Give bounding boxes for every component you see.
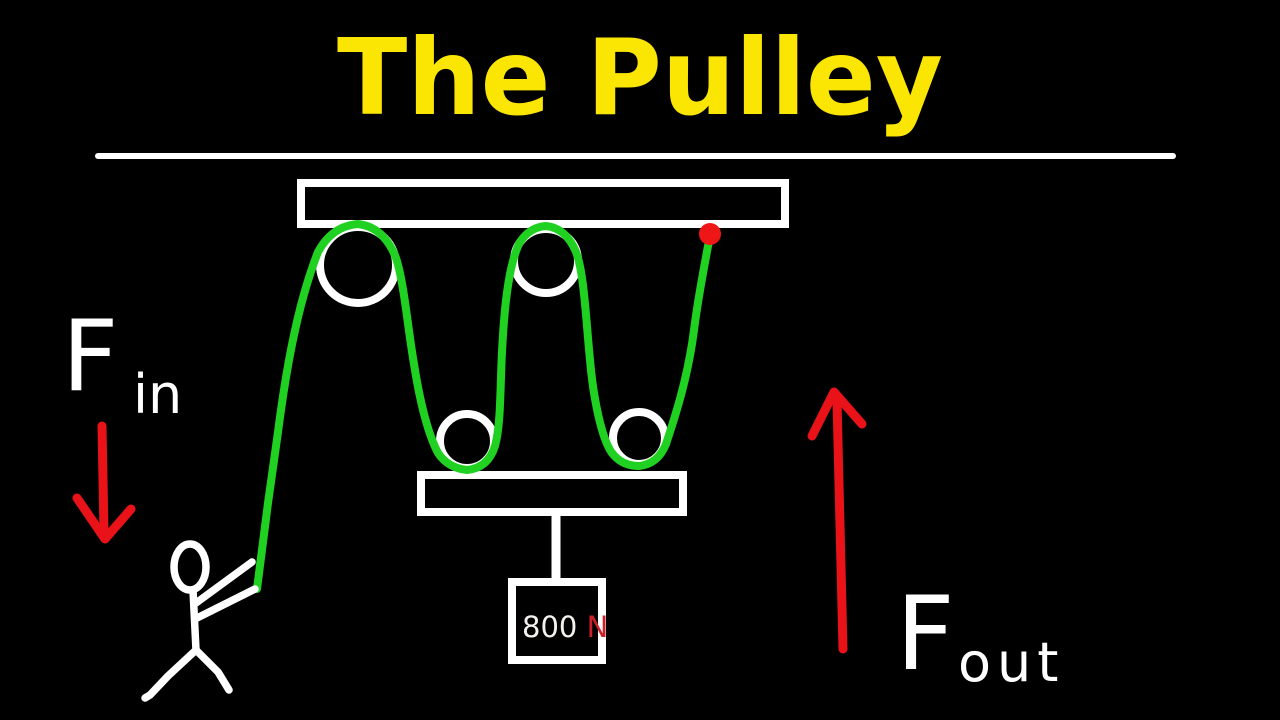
stick-figure-leg-left (141, 646, 200, 702)
weight-box (508, 578, 606, 664)
force-in-symbol: F (62, 300, 118, 414)
force-out-subscript: out (958, 631, 1064, 694)
ceiling-bar (297, 179, 789, 228)
weight-label: 800 N (522, 610, 608, 644)
weight-unit: N (587, 610, 609, 644)
rope (253, 220, 714, 593)
stick-figure-arm-upper (192, 558, 256, 607)
force-in-arrow-down (72, 421, 136, 544)
force-in-group: F in (62, 300, 182, 544)
stick-figure (141, 540, 259, 702)
force-in-subscript: in (133, 363, 182, 426)
page-title: The Pulley (337, 17, 943, 139)
force-out-arrow-up (807, 387, 867, 654)
movable-bar (417, 471, 687, 516)
force-out-group: F out (807, 387, 1064, 694)
force-out-symbol: F (896, 575, 955, 694)
weight-value: 800 (522, 610, 577, 644)
stick-figure-arm-lower (193, 585, 259, 622)
rope-anchor-dot (699, 223, 721, 245)
stick-figure-leg-right (192, 646, 233, 694)
